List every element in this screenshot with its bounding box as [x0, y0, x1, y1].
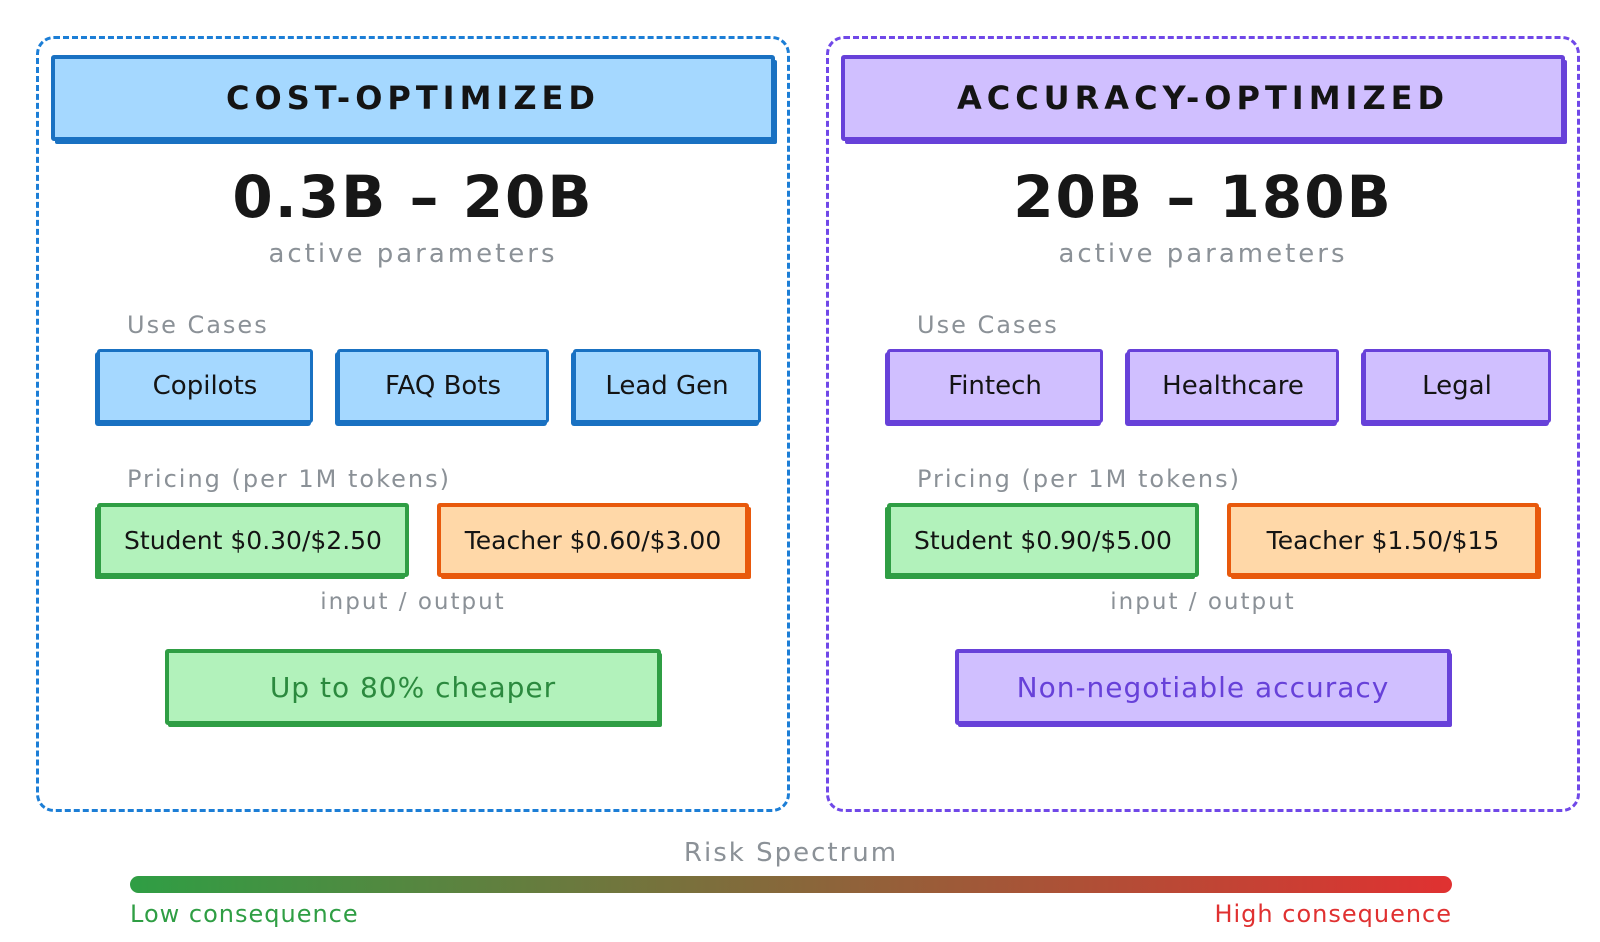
accuracy-panel-title: ACCURACY-OPTIMIZED [841, 55, 1565, 141]
cost-teacher-price-chip: Teacher $0.60/$3.00 [437, 503, 749, 577]
use-case-chip-healthcare: Healthcare [1127, 349, 1339, 423]
use-case-chip-legal: Legal [1363, 349, 1551, 423]
cost-highlight-box: Up to 80% cheaper [165, 649, 661, 725]
low-consequence-label: Low consequence [130, 900, 359, 928]
risk-spectrum-footer: Risk Spectrum Low consequence High conse… [0, 838, 1600, 928]
accuracy-pricing-chips: Student $0.90/$5.00 Teacher $1.50/$15 [887, 503, 1539, 577]
cost-student-price-chip: Student $0.30/$2.50 [97, 503, 409, 577]
accuracy-io-caption: input / output [1110, 589, 1296, 615]
cost-optimized-panel: COST-OPTIMIZED 0.3B – 20B active paramet… [36, 36, 790, 812]
accuracy-param-range: 20B – 180B [1013, 163, 1393, 231]
accuracy-use-cases-label: Use Cases [917, 311, 1059, 339]
cost-pricing-chips: Student $0.30/$2.50 Teacher $0.60/$3.00 [97, 503, 749, 577]
accuracy-param-caption: active parameters [1058, 239, 1348, 269]
cost-pricing-label: Pricing (per 1M tokens) [127, 465, 451, 493]
cost-io-caption: input / output [320, 589, 506, 615]
accuracy-student-price-chip: Student $0.90/$5.00 [887, 503, 1199, 577]
cost-param-range: 0.3B – 20B [232, 163, 594, 231]
accuracy-optimized-panel: ACCURACY-OPTIMIZED 20B – 180B active par… [826, 36, 1580, 812]
cost-param-caption: active parameters [268, 239, 558, 269]
accuracy-highlight-box: Non-negotiable accuracy [955, 649, 1451, 725]
cost-use-cases-label: Use Cases [127, 311, 269, 339]
risk-spectrum-gradient-bar [130, 876, 1452, 893]
accuracy-teacher-price-chip: Teacher $1.50/$15 [1227, 503, 1539, 577]
use-case-chip-faq-bots: FAQ Bots [337, 349, 549, 423]
cost-panel-title: COST-OPTIMIZED [51, 55, 775, 141]
comparison-panels: COST-OPTIMIZED 0.3B – 20B active paramet… [36, 36, 1580, 812]
high-consequence-label: High consequence [1214, 900, 1452, 928]
use-case-chip-lead-gen: Lead Gen [573, 349, 761, 423]
use-case-chip-fintech: Fintech [887, 349, 1103, 423]
accuracy-pricing-label: Pricing (per 1M tokens) [917, 465, 1241, 493]
risk-spectrum-title: Risk Spectrum [683, 838, 899, 868]
use-case-chip-copilots: Copilots [97, 349, 313, 423]
cost-use-case-chips: Copilots FAQ Bots Lead Gen [97, 349, 763, 423]
accuracy-use-case-chips: Fintech Healthcare Legal [887, 349, 1553, 423]
risk-spectrum-labels: Low consequence High consequence [130, 900, 1452, 928]
